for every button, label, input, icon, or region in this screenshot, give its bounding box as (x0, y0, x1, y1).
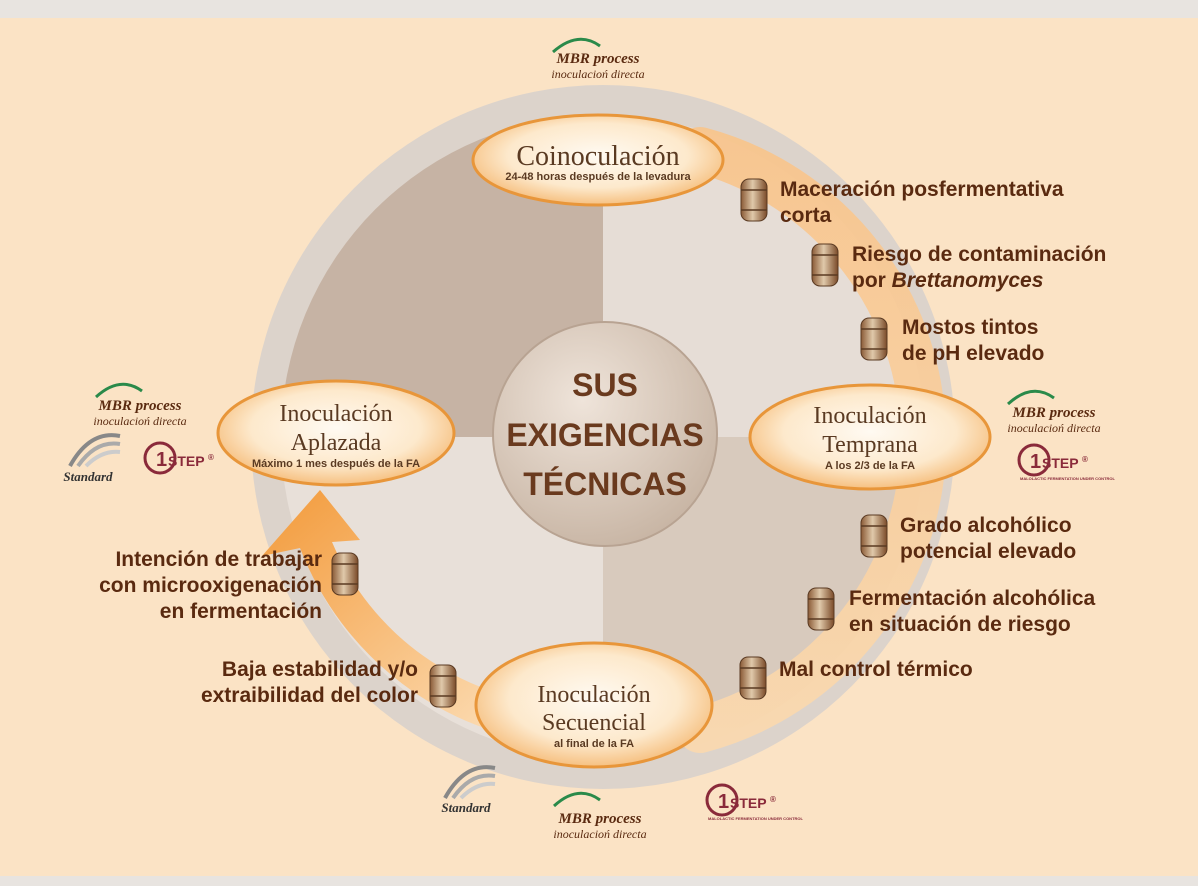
mbr-process-logo-bottom: MBR process inoculacioń directa (552, 791, 647, 841)
mbr-swoosh-icon (552, 791, 601, 808)
one-step-ring-icon (143, 441, 177, 475)
center-line-3: TÉCNICAS (523, 466, 687, 502)
mbr-subtitle: inoculacioń directa (1007, 421, 1100, 435)
requirement-8-line-2: con microoxigenación (99, 574, 322, 597)
one-step-number: 1 (1030, 451, 1041, 473)
mbr-process-logo-left: MBR process inoculacioń directa (93, 382, 187, 428)
requirement-7-line-2: extraibilidad del color (201, 684, 418, 707)
stage-coinoculacion: Coinoculación 24-48 horas después de la … (471, 113, 725, 207)
one-step-ring-icon (705, 783, 739, 817)
stage-secuencial-subtitle: al final de la FA (554, 738, 634, 750)
mbr-title: MBR process (556, 51, 640, 67)
one-step-reg: ® (208, 453, 214, 462)
stage-coinoculacion-title: Coinoculación (516, 141, 679, 172)
one-step-logo-bottom: 1 STEP ® MALOLACTIC FERMENTATION UNDER C… (705, 783, 804, 821)
stage-aplazada: Inoculación Aplazada Máximo 1 mes despué… (216, 379, 456, 487)
barrel-icon (860, 514, 888, 558)
barrel-icon (740, 178, 768, 222)
standard-logo-bottom: Standard (441, 765, 496, 815)
bottom-band (0, 876, 1198, 886)
stage-secuencial: Inoculación Secuencial al final de la FA (474, 641, 714, 769)
center-line-2: EXIGENCIAS (506, 417, 703, 453)
one-step-tagline: MALOLACTIC FERMENTATION UNDER CONTROL (1020, 476, 1116, 481)
mbr-swoosh-icon (552, 37, 601, 54)
mbr-subtitle: inoculacioń directa (93, 414, 186, 428)
one-step-ring-icon (1017, 443, 1051, 477)
stage-secuencial-title-2: Secuencial (542, 710, 646, 736)
one-step-word: STEP (1042, 455, 1079, 471)
one-step-number: 1 (156, 449, 167, 471)
standard-arc-icon (443, 765, 496, 799)
barrel-icon (860, 317, 888, 361)
mbr-subtitle: inoculacioń directa (551, 67, 644, 81)
requirement-1-line-2: corta (780, 204, 832, 227)
requirement-6-line-1: Mal control térmico (779, 658, 973, 681)
one-step-reg: ® (770, 795, 776, 804)
stage-aplazada-subtitle: Máximo 1 mes después de la FA (252, 458, 420, 470)
mbr-process-logo-top: MBR process inoculacioń directa (551, 37, 645, 81)
stage-temprana-title-2: Temprana (822, 432, 918, 458)
top-band (0, 0, 1198, 18)
requirement-4-line-1: Grado alcohólico (900, 514, 1072, 537)
stage-temprana: Inoculación Temprana A los 2/3 de la FA (748, 383, 992, 491)
one-step-reg: ® (1082, 455, 1088, 464)
requirement-3-line-1: Mostos tintos (902, 316, 1039, 339)
stage-aplazada-title-1: Inoculación (279, 401, 392, 427)
requirement-3-line-2: de pH elevado (902, 342, 1044, 365)
standard-arc-icon (68, 433, 121, 467)
one-step-logo-left: 1 STEP ® (143, 441, 214, 475)
mbr-process-logo-right: MBR process inoculacioń directa (1006, 389, 1101, 435)
barrel-icon (811, 243, 839, 287)
stage-coinoculacion-subtitle: 24-48 horas después de la levadura (505, 171, 691, 183)
standard-label: Standard (441, 800, 491, 815)
requirement-2-line-1: Riesgo de contaminación (852, 243, 1106, 266)
one-step-logo-right: 1 STEP ® MALOLACTIC FERMENTATION UNDER C… (1017, 443, 1116, 481)
requirement-2-line-2a: por (852, 269, 892, 292)
stage-temprana-title-1: Inoculación (813, 403, 926, 429)
requirement-8-line-1: Intención de trabajar (115, 548, 322, 571)
mbr-title: MBR process (98, 398, 182, 414)
stage-temprana-subtitle: A los 2/3 de la FA (825, 460, 915, 472)
requirement-5-line-1: Fermentación alcohólica (849, 587, 1096, 610)
mbr-swoosh-icon (94, 382, 143, 399)
stage-aplazada-title-2: Aplazada (291, 430, 382, 456)
barrel-icon (429, 664, 457, 708)
requirement-8-line-3: en fermentación (160, 600, 322, 623)
mbr-title: MBR process (558, 811, 642, 827)
requirement-1-line-1: Maceración posfermentativa (780, 178, 1064, 201)
requirement-2-line-2b: Brettanomyces (892, 269, 1044, 292)
one-step-number: 1 (718, 791, 729, 813)
requirement-4-line-2: potencial elevado (900, 540, 1076, 563)
center-circle (492, 321, 718, 547)
barrel-icon (739, 656, 767, 700)
barrel-icon (807, 587, 835, 631)
mbr-title: MBR process (1012, 405, 1096, 421)
center-line-1: SUS (572, 367, 638, 403)
stage-secuencial-title-1: Inoculación (537, 682, 650, 708)
mbr-subtitle: inoculacioń directa (553, 827, 646, 841)
standard-label: Standard (63, 469, 113, 484)
requirement-5-line-2: en situación de riesgo (849, 613, 1071, 636)
requirement-2-line-2: por Brettanomyces (852, 269, 1043, 292)
standard-logo-left: Standard (63, 433, 121, 484)
one-step-word: STEP (168, 453, 205, 469)
one-step-word: STEP (730, 795, 767, 811)
requirement-7-line-1: Baja estabilidad y/o (222, 658, 418, 681)
barrel-icon (331, 552, 359, 596)
one-step-tagline: MALOLACTIC FERMENTATION UNDER CONTROL (708, 816, 804, 821)
mbr-swoosh-icon (1006, 389, 1055, 406)
